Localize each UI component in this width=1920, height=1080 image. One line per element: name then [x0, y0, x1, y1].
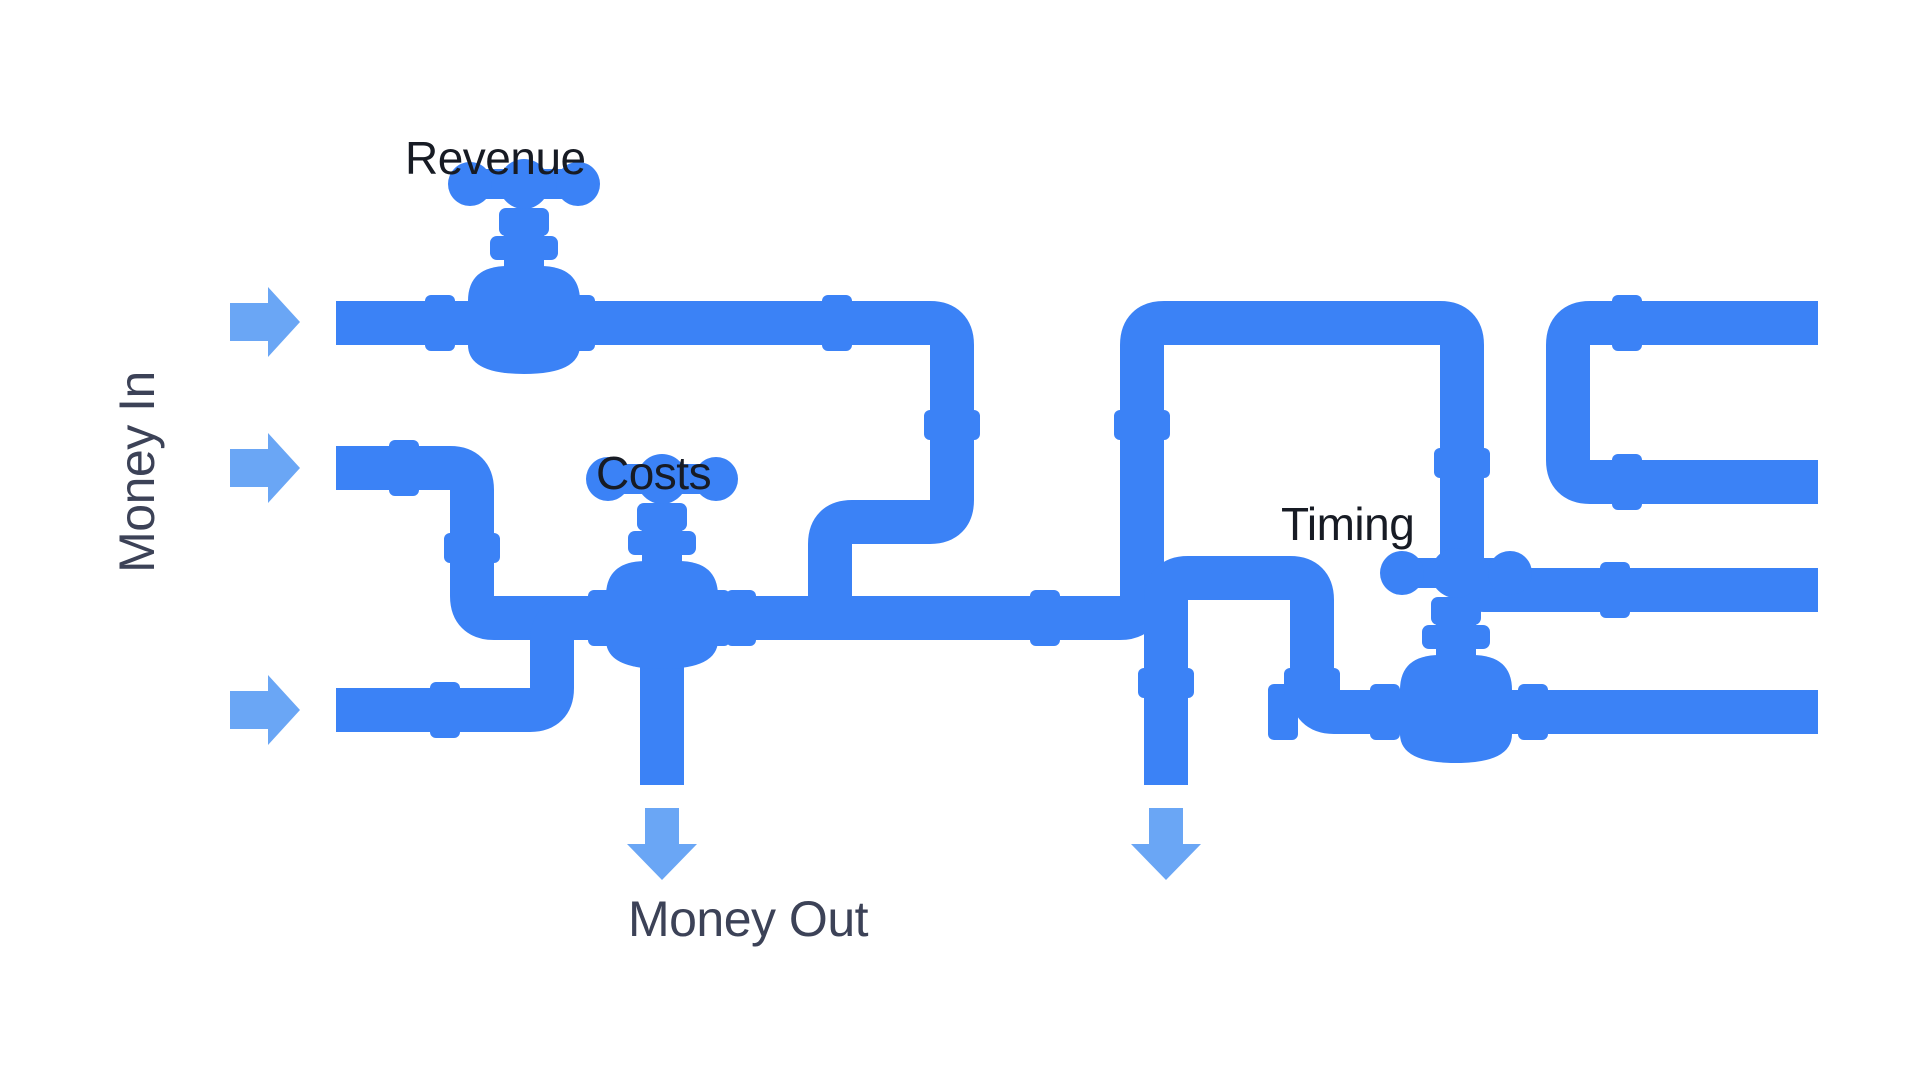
outflow-arrows: [627, 808, 1201, 880]
valve-packing-nut: [499, 208, 549, 236]
pipe-timing-drop: [1144, 556, 1818, 785]
pipe-coupling-icon: [1370, 684, 1400, 740]
pipe-coupling-icon: [1434, 448, 1490, 478]
valve-bonnet-flange: [1422, 625, 1490, 649]
valve-handle-icon[interactable]: [448, 159, 600, 209]
money-in-label: Money In: [109, 371, 165, 573]
valve-revenue[interactable]: [448, 159, 600, 374]
pipe-coupling-icon: [1030, 590, 1060, 646]
valve-handle-icon[interactable]: [1380, 548, 1532, 598]
pipe-paths: [336, 301, 1818, 785]
valve-costs[interactable]: [586, 454, 756, 669]
pipe-coupling-icon: [822, 295, 852, 351]
pipe-coupling-icon: [425, 295, 455, 351]
pipe-coupling-icon: [1612, 295, 1642, 351]
pipe-coupling-icon: [1114, 410, 1170, 440]
pipe-top-main: [336, 301, 1818, 640]
inflow-arrows: [230, 287, 300, 745]
valve-body: [606, 561, 718, 669]
valve-bonnet-flange: [628, 531, 696, 555]
pipe-coupling-icon: [389, 440, 419, 496]
arrow-down-icon: [627, 808, 697, 880]
valve-timing[interactable]: [1370, 548, 1548, 763]
money-out-label: Money Out: [627, 891, 869, 947]
valve-label-costs: Costs: [596, 447, 712, 499]
arrow-right-icon: [230, 433, 300, 503]
pipe-coupling-icon: [588, 590, 618, 646]
pipe-coupling-icon: [726, 590, 756, 646]
arrow-down-icon: [1131, 808, 1201, 880]
pipe-coupling-icon: [1284, 668, 1340, 698]
arrow-right-icon: [230, 287, 300, 357]
valve-body: [1400, 655, 1512, 763]
valve-label-revenue: Revenue: [405, 132, 586, 184]
valve-packing-nut: [637, 503, 687, 531]
pipe-coupling-icon: [924, 410, 980, 440]
pipe-coupling-icon: [1600, 562, 1630, 618]
valve-packing-nut: [1431, 597, 1481, 625]
valve-body: [468, 266, 580, 374]
pipe-coupling-icon: [1138, 668, 1194, 698]
pipe-coupling-icon: [1612, 454, 1642, 510]
pipe-right-u-return: [1546, 301, 1818, 504]
pipe-coupling-icon: [1518, 684, 1548, 740]
valve-bonnet-flange: [490, 236, 558, 260]
pipe-coupling-icon: [444, 533, 500, 563]
pipe-coupling-icon: [430, 682, 460, 738]
pipe-third-inflow: [336, 596, 860, 732]
valve-handle-icon[interactable]: [586, 454, 738, 504]
valve-label-timing: Timing: [1281, 498, 1415, 550]
arrow-right-icon: [230, 675, 300, 745]
